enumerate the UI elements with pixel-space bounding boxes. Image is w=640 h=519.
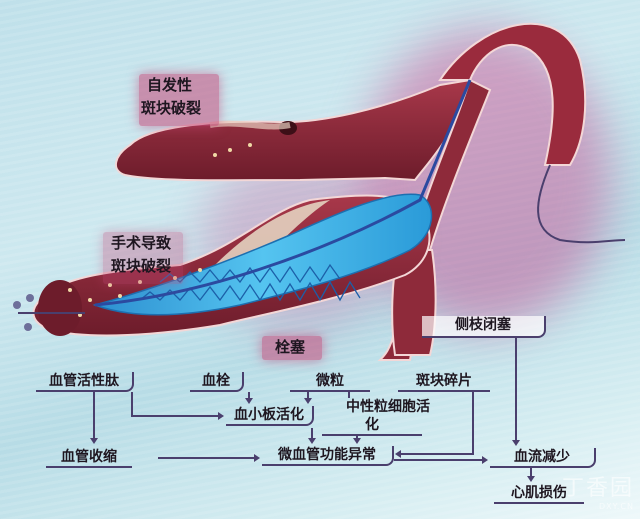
- node-side-branch-occlusion: 侧枝闭塞: [422, 316, 546, 338]
- connector: [394, 459, 482, 461]
- arrow-down-icon: [308, 438, 316, 444]
- label-embolism: 栓塞: [275, 338, 306, 356]
- arrow-right-icon: [482, 456, 488, 464]
- arrow-down-icon: [527, 476, 535, 482]
- upper-vessel: [438, 22, 587, 166]
- connector: [307, 392, 309, 400]
- connector: [311, 428, 313, 440]
- node-vasoactive-peptides: 血管活性肽: [36, 372, 134, 392]
- node-platelet-activation: 血小板活化: [226, 406, 314, 426]
- node-reduced-blood-flow: 血流减少: [490, 448, 596, 468]
- node-vasoconstriction: 血管收缩: [46, 448, 132, 468]
- arrow-left-icon: [395, 450, 401, 458]
- connector: [158, 457, 254, 459]
- label-spontaneous-rupture-1: 自发性: [147, 76, 193, 94]
- debris-particles: [68, 143, 252, 317]
- arrow-down-icon: [245, 398, 253, 404]
- watermark-logo: 丁香园 DXY.CN: [561, 476, 634, 511]
- node-neutrophil-activation-1: 中性粒细胞活: [346, 399, 430, 415]
- arrow-down-icon: [304, 398, 312, 404]
- arrow-down-icon: [512, 440, 520, 446]
- connector: [515, 338, 517, 440]
- node-myocardial-injury: 心肌损伤: [494, 484, 584, 504]
- node-microparticles: 微粒: [290, 372, 370, 392]
- node-microvascular-dysfunction: 微血管功能异常: [262, 446, 394, 466]
- label-highlight: [103, 232, 183, 284]
- label-highlight: [139, 74, 219, 126]
- connector: [530, 468, 532, 478]
- emboli-outside: [13, 294, 34, 331]
- label-procedural-rupture-2: 斑块破裂: [111, 257, 172, 275]
- connector: [348, 392, 350, 398]
- catheter: [94, 79, 472, 307]
- label-highlight: [262, 336, 322, 360]
- label-spontaneous-rupture-2: 斑块破裂: [141, 99, 202, 117]
- arrow-down-icon: [90, 438, 98, 444]
- connector: [131, 392, 133, 416]
- arrow-right-icon: [218, 412, 224, 420]
- connector: [131, 415, 219, 417]
- node-neutrophil-activation-2: 化: [322, 416, 422, 436]
- connector: [400, 453, 474, 455]
- arrow-right-icon: [254, 454, 260, 462]
- guide-wire: [537, 164, 626, 244]
- vessel-lumen: [38, 280, 82, 336]
- connector: [93, 392, 95, 440]
- label-procedural-rupture-1: 手术导致: [111, 234, 172, 252]
- connector: [248, 392, 250, 400]
- arrow-down-icon: [353, 438, 361, 444]
- stent-struts: [139, 280, 361, 302]
- stent: [92, 193, 433, 316]
- node-plaque-fragments: 斑块碎片: [398, 372, 490, 392]
- plaque: [215, 200, 330, 265]
- connector: [472, 392, 474, 454]
- node-thrombus: 血栓: [190, 372, 244, 392]
